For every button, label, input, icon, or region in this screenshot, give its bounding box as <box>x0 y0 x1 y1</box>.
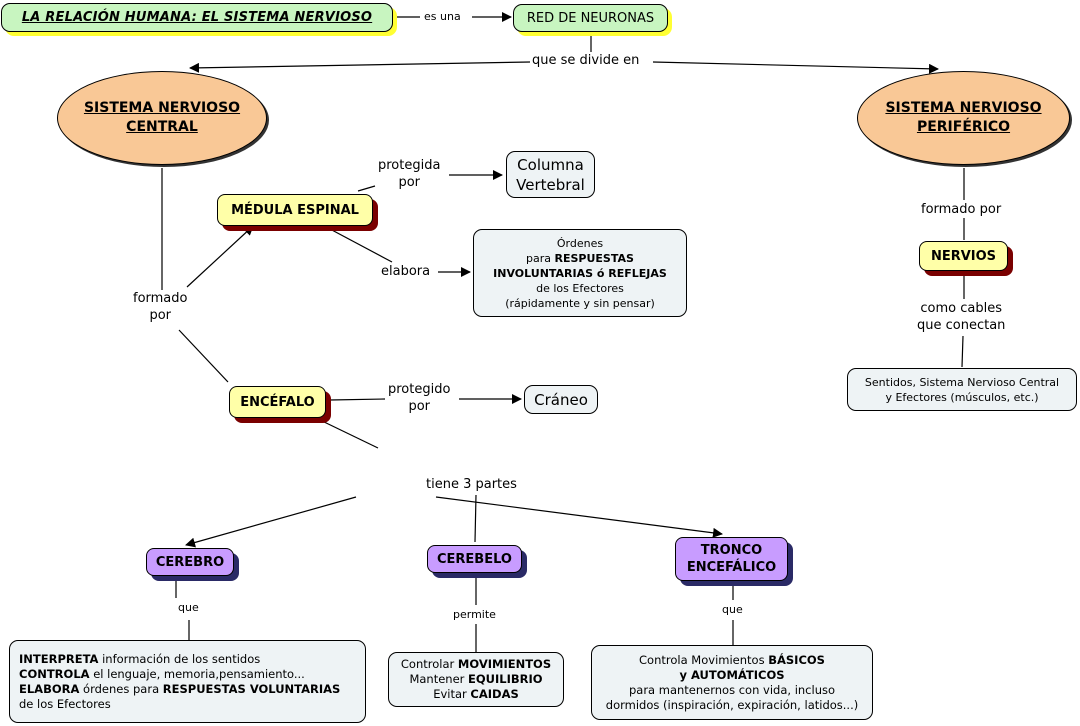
link-label-es-una: es una <box>422 10 463 24</box>
node-tronco-encefalico[interactable]: TRONCO ENCEFÁLICO <box>675 537 788 581</box>
link-label-protegido: protegido por <box>386 381 453 415</box>
node-tronco-desc[interactable]: Controla Movimientos BÁSICOS y AUTOMÁTIC… <box>591 645 873 720</box>
link-label-formado-snp: formado por <box>919 201 1004 218</box>
node-nervios-label: NERVIOS <box>930 248 997 264</box>
node-ordenes-reflejas[interactable]: Órdenes para RESPUESTAS INVOLUNTARIAS ó … <box>473 229 687 317</box>
node-tronco-line2: ENCEFÁLICO <box>686 560 777 575</box>
protegida-line2: por <box>398 175 420 190</box>
columna-line1: Columna <box>517 155 584 174</box>
cerebro-desc-line3: ELABORA órdenes para RESPUESTAS VOLUNTAR… <box>19 681 341 696</box>
node-cerebro-desc[interactable]: INTERPRETA información de los sentidos C… <box>9 640 366 723</box>
ordenes-line1: Órdenes <box>556 236 604 250</box>
link-encefalo-protegido <box>329 398 386 401</box>
link-encefalo-tiene <box>319 419 379 449</box>
sentidos-line1: Sentidos, Sistema Nervioso Central <box>864 375 1060 389</box>
node-craneo[interactable]: Cráneo <box>524 385 598 414</box>
cables-line2: que conectan <box>917 318 1006 333</box>
ordenes-line4: de los Efectores <box>536 281 624 295</box>
cerebro-desc-line1: INTERPRETA información de los sentidos <box>19 651 261 666</box>
formado-line1: formado <box>133 291 188 306</box>
node-snp-line1: SISTEMA NERVIOSO <box>885 100 1042 116</box>
ordenes-line5: (rápidamente y sin pensar) <box>505 296 655 310</box>
cerebelo-desc-line3: Evitar CAIDAS <box>433 687 519 701</box>
protegida-line1: protegida <box>378 158 441 173</box>
protegido-line2: por <box>408 399 430 414</box>
node-sentidos[interactable]: Sentidos, Sistema Nervioso Central y Efe… <box>847 368 1077 411</box>
link-divide-snp <box>652 61 939 74</box>
link-label-protegida: protegida por <box>376 157 443 191</box>
link-label-tiene-3-partes: tiene 3 partes <box>424 476 519 493</box>
link-label-se-divide: que se divide en <box>530 52 642 69</box>
node-snp[interactable]: SISTEMA NERVIOSO PERIFÉRICO <box>857 71 1070 165</box>
node-red-neuronas[interactable]: RED DE NEURONAS <box>513 4 668 32</box>
node-medula-espinal[interactable]: MÉDULA ESPINAL <box>217 194 373 226</box>
node-tronco-line1: TRONCO <box>700 543 763 558</box>
node-nervios[interactable]: NERVIOS <box>919 241 1008 271</box>
map-title[interactable]: LA RELACIÓN HUMANA: EL SISTEMA NERVIOSO <box>1 3 393 32</box>
node-snp-line2: PERIFÉRICO <box>916 119 1011 135</box>
tronco-desc-line1: Controla Movimientos BÁSICOS <box>639 652 825 667</box>
columna-line2: Vertebral <box>516 175 585 194</box>
node-cerebelo-desc[interactable]: Controlar MOVIMIENTOS Mantener EQUILIBRI… <box>388 652 564 707</box>
link-label-formado-snc: formado por <box>131 290 190 324</box>
cerebelo-desc-line1: Controlar MOVIMIENTOS <box>400 657 552 671</box>
map-title-text: LA RELACIÓN HUMANA: EL SISTEMA NERVIOSO <box>21 10 373 25</box>
link-tiene-tronco <box>435 496 723 538</box>
link-divide-snc <box>189 61 531 73</box>
node-snc[interactable]: SISTEMA NERVIOSO CENTRAL <box>57 71 267 165</box>
link-medula-protegida <box>357 185 376 192</box>
link-medula-elabora <box>329 228 393 263</box>
node-cerebelo-label: CEREBELO <box>437 551 512 567</box>
node-medula-label: MÉDULA ESPINAL <box>231 202 359 218</box>
tronco-desc-line3: para mantenernos con vida, incluso <box>628 682 836 697</box>
craneo-label: Cráneo <box>534 390 588 409</box>
node-snc-line2: CENTRAL <box>126 119 198 135</box>
link-formado-medula <box>186 225 254 288</box>
node-cerebro[interactable]: CEREBRO <box>146 548 234 576</box>
node-encefalo-label: ENCÉFALO <box>240 394 315 410</box>
node-red-neuronas-label: RED DE NEURONAS <box>526 10 655 26</box>
protegido-line1: protegido <box>388 382 451 397</box>
link-formado-encefalo <box>178 329 229 383</box>
formado-line2: por <box>149 308 172 323</box>
ordenes-line3: INVOLUNTARIAS ó REFLEJAS <box>493 266 667 280</box>
cerebelo-desc-line2: Mantener EQUILIBRIO <box>409 672 543 686</box>
link-label-como-cables: como cables que conectan <box>915 300 1008 334</box>
link-label-elabora: elabora <box>379 263 433 280</box>
link-label-que-cerebro: que <box>176 601 201 615</box>
node-encefalo[interactable]: ENCÉFALO <box>229 386 326 418</box>
tronco-desc-line4: dormidos (inspiración, expiración, latid… <box>605 697 859 712</box>
cables-line1: como cables <box>920 301 1003 316</box>
link-tiene-cerebro <box>185 496 357 548</box>
cerebro-desc-line4: de los Efectores <box>19 696 111 711</box>
node-cerebro-label: CEREBRO <box>155 554 225 570</box>
node-snc-line1: SISTEMA NERVIOSO <box>83 100 241 116</box>
link-cables-sentidos <box>961 335 964 368</box>
link-label-permite: permite <box>451 608 498 622</box>
cerebro-desc-line2: CONTROLA el lenguaje, memoria,pensamient… <box>19 666 305 681</box>
node-cerebelo[interactable]: CEREBELO <box>427 545 522 573</box>
sentidos-line2: y Efectores (músculos, etc.) <box>885 390 1039 404</box>
link-tiene-cerebelo <box>474 494 477 543</box>
ordenes-line2: para RESPUESTAS <box>526 251 634 265</box>
node-columna-vertebral[interactable]: Columna Vertebral <box>506 151 595 198</box>
tronco-desc-line2: y AUTOMÁTICOS <box>679 667 785 682</box>
link-label-que-tronco: que <box>720 603 745 617</box>
